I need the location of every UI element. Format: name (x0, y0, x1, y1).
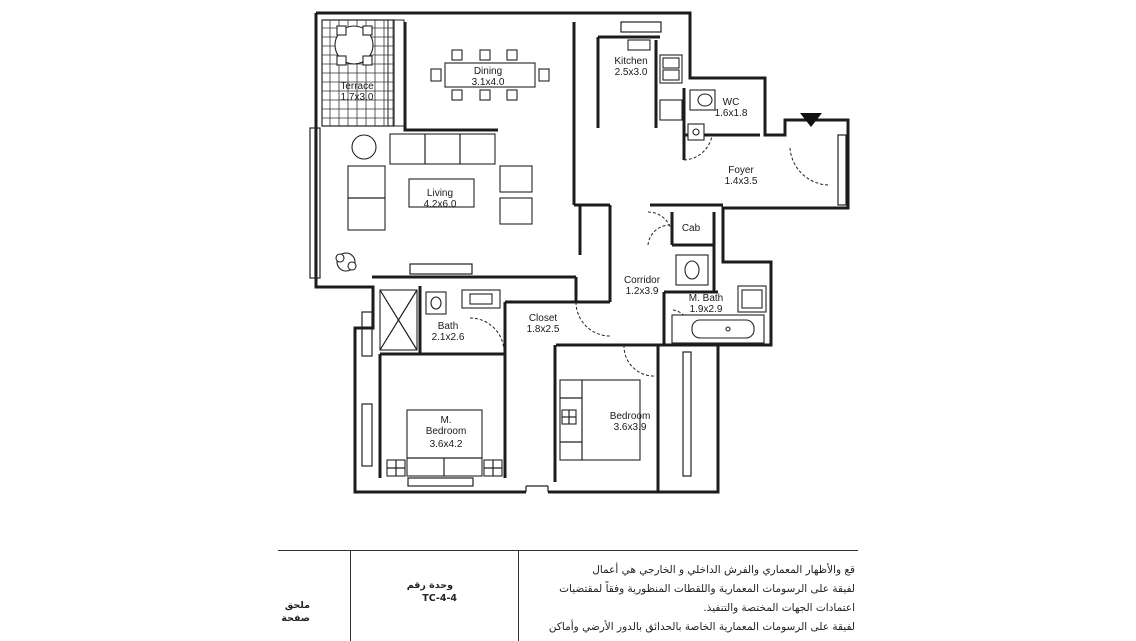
room-size-bedroom: 3.6x3.9 (614, 422, 647, 433)
room-size-master-bedroom: 3.6x4.2 (430, 439, 463, 450)
master-bedroom-furniture (386, 409, 503, 477)
room-name-corridor: Corridor (624, 275, 661, 286)
terrace-grid (321, 19, 405, 127)
entry-arrow-icon (800, 113, 822, 127)
room-name-wc: WC (723, 97, 740, 108)
room-name-dining: Dining (474, 66, 502, 77)
room-name-master-bath: M. Bath (689, 293, 723, 304)
room-size-kitchen: 2.5x3.0 (615, 67, 648, 78)
annex-cell: ملحق صفحة (278, 551, 350, 641)
exterior-walls (314, 11, 850, 494)
master-bath-fixtures (671, 285, 767, 344)
room-name-terrace: Terrace (340, 81, 374, 92)
notes-cell: قع والأظهار المعماري والفرش الداخلي و ال… (518, 551, 859, 641)
room-size-closet: 1.8x2.5 (527, 324, 560, 335)
room-name-master-bedroom-1: M. (440, 415, 451, 426)
living-furniture (335, 133, 533, 272)
dining-table (430, 49, 550, 101)
room-name-bedroom: Bedroom (610, 411, 651, 422)
unit-label: وحدة رقم (406, 580, 453, 591)
cab-fixtures (675, 254, 709, 286)
note-line: لفيقة على الرسومات المعمارية واللقطات ال… (559, 583, 855, 595)
note-line: قع والأظهار المعماري والفرش الداخلي و ال… (592, 564, 855, 576)
unit-cell: وحدة رقم TC-4-4 (350, 551, 519, 641)
wc-fixtures (687, 89, 716, 141)
room-size-foyer: 1.4x3.5 (725, 176, 758, 187)
bedroom-furniture (559, 379, 641, 461)
room-size-dining: 3.1x4.0 (472, 77, 505, 88)
annex-label: ملحق (284, 600, 310, 611)
kitchen-fixtures (627, 39, 683, 121)
room-labels: Terrace 1.7x3.0 Dining 3.1x4.0 Kitchen 2… (340, 56, 758, 450)
room-name-cab: Cab (682, 223, 701, 234)
room-name-bath: Bath (438, 321, 459, 332)
floor-plan: Terrace 1.7x3.0 Dining 3.1x4.0 Kitchen 2… (309, 11, 850, 494)
room-name-closet: Closet (529, 313, 558, 324)
unit-number: TC-4-4 (422, 593, 457, 604)
room-size-living: 4.2x6.0 (424, 199, 457, 210)
note-line: اعتمادات الجهات المختصة والتنفيذ. (703, 602, 855, 614)
room-size-master-bath: 1.9x2.9 (690, 304, 723, 315)
room-size-bath: 2.1x2.6 (432, 332, 465, 343)
room-size-terrace: 1.7x3.0 (341, 92, 374, 103)
bath-fixtures (379, 289, 501, 351)
note-line: لفيقة على الرسومات المعمارية الخاصة بالح… (548, 621, 855, 633)
room-name-master-bedroom-2: Bedroom (426, 426, 467, 437)
room-name-foyer: Foyer (728, 165, 754, 176)
windows (309, 21, 847, 487)
notes-table: ملحق صفحة وحدة رقم TC-4-4 قع والأظهار ال… (278, 550, 858, 641)
room-name-living: Living (427, 188, 453, 199)
room-size-wc: 1.6x1.8 (715, 108, 748, 119)
room-size-corridor: 1.2x3.9 (626, 286, 659, 297)
room-name-kitchen: Kitchen (614, 56, 647, 67)
page-label: صفحة (281, 613, 310, 624)
